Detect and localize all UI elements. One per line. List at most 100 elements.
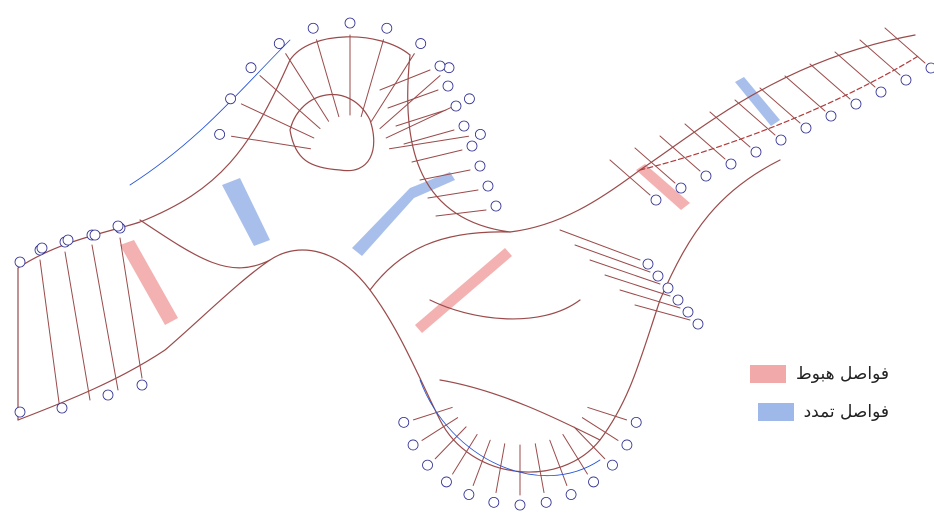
settlement-joint-band: [120, 240, 178, 325]
grid-bubble: [482, 180, 494, 192]
radial-beam: [549, 439, 568, 486]
radial-beam: [784, 75, 826, 112]
inner-edge-a: [139, 219, 271, 269]
radial-beam: [809, 63, 851, 100]
outer-edge-south: [17, 159, 781, 473]
radial-beam: [574, 244, 651, 273]
expansion-joint-band: [735, 77, 780, 126]
grid-bubble: [650, 194, 662, 206]
legend-expansion-joints: فواصل تمدد: [757, 402, 889, 422]
settlement-joint-band: [415, 248, 512, 333]
grid-bubble: [662, 282, 674, 294]
grid-bubble: [398, 416, 410, 428]
radial-beam: [119, 237, 143, 379]
grid-bubble: [434, 60, 446, 72]
grid-bubble: [652, 270, 664, 282]
radial-beam: [834, 51, 876, 88]
grid-bubble: [900, 74, 912, 86]
expansion-joint-band: [222, 178, 270, 246]
grid-bubble: [464, 93, 475, 105]
radial-beam: [316, 39, 340, 118]
grid-bubble: [490, 200, 502, 212]
grid-bubble: [62, 234, 74, 246]
radial-beam: [64, 251, 91, 401]
radial-beam: [360, 39, 384, 118]
radial-beam: [534, 443, 545, 494]
inner-edge-c: [407, 54, 511, 233]
grid-bubble: [245, 62, 257, 74]
grid-bubble: [443, 62, 455, 74]
grid-bubble: [273, 38, 285, 49]
grid-bubble: [442, 80, 454, 92]
radial-beam: [411, 149, 463, 163]
inner-edge-b: [369, 231, 511, 291]
grid-bubble: [466, 140, 478, 152]
radial-beam: [379, 75, 441, 130]
grid-bubble: [136, 379, 148, 391]
grid-bubble: [14, 406, 26, 418]
grid-bubble: [89, 229, 101, 241]
inner-loop-edge: [429, 299, 581, 320]
radial-beam: [427, 189, 479, 199]
radial-beam: [472, 439, 491, 486]
grid-bubble: [474, 160, 486, 172]
legend-expansion-swatch: [757, 403, 794, 421]
grid-bubble: [56, 402, 68, 414]
upper-wing-edge-2: [639, 54, 921, 171]
radial-beam: [412, 406, 453, 421]
grid-bubble: [450, 100, 462, 112]
radial-beam: [573, 426, 606, 460]
grid-bubble: [540, 496, 552, 508]
radial-beam: [619, 289, 681, 309]
lens-shape: [289, 93, 375, 172]
radial-beam: [759, 87, 801, 124]
grid-bubble: [441, 476, 452, 488]
radial-beam: [589, 259, 661, 285]
legend-settlement-swatch: [750, 365, 787, 383]
radial-beam: [421, 417, 459, 441]
upper-wing-edge: [509, 34, 916, 233]
radial-beam: [709, 111, 751, 148]
radial-beam: [609, 159, 651, 196]
grid-bubble: [307, 22, 319, 34]
radial-beam: [387, 89, 439, 109]
radial-beam: [452, 434, 478, 475]
radial-beam: [230, 135, 311, 150]
radial-beam: [634, 147, 676, 184]
radial-beam: [495, 443, 506, 494]
settlement-joint-band: [636, 164, 690, 210]
grid-bubble: [682, 306, 694, 318]
expansion-joint-band: [352, 172, 455, 256]
grid-bubble: [415, 38, 427, 49]
dimension-line: [419, 379, 601, 476]
radial-beam: [389, 135, 470, 150]
grid-bubble: [514, 499, 526, 511]
grid-bubble: [344, 17, 356, 29]
grid-bubbles: [14, 17, 934, 511]
grid-bubble: [381, 22, 393, 34]
grid-bubble: [630, 416, 642, 428]
grid-bubble: [621, 439, 633, 451]
grid-bubble: [700, 170, 712, 182]
radial-beam: [562, 434, 588, 475]
grid-bubble: [607, 459, 618, 471]
radial-beam: [370, 53, 415, 122]
radial-beam: [395, 109, 447, 127]
grid-bubble: [775, 134, 787, 146]
grid-bubble: [588, 476, 599, 488]
radial-beam: [39, 259, 61, 411]
grid-bubble: [925, 62, 934, 74]
dimension-line: [129, 39, 291, 186]
grid-bubble: [488, 496, 500, 508]
legend-expansion-label: فواصل تمدد: [803, 402, 889, 422]
radial-beam: [634, 304, 691, 321]
grid-bubble: [214, 128, 226, 140]
legend-settlement-label: فواصل هبوط: [796, 364, 889, 384]
outer-edge-north: [17, 36, 411, 269]
radial-beam: [385, 103, 460, 139]
grid-bubble: [102, 389, 114, 401]
grid-bubble: [750, 146, 762, 158]
radial-beam: [734, 99, 776, 136]
radial-beam: [285, 53, 330, 122]
